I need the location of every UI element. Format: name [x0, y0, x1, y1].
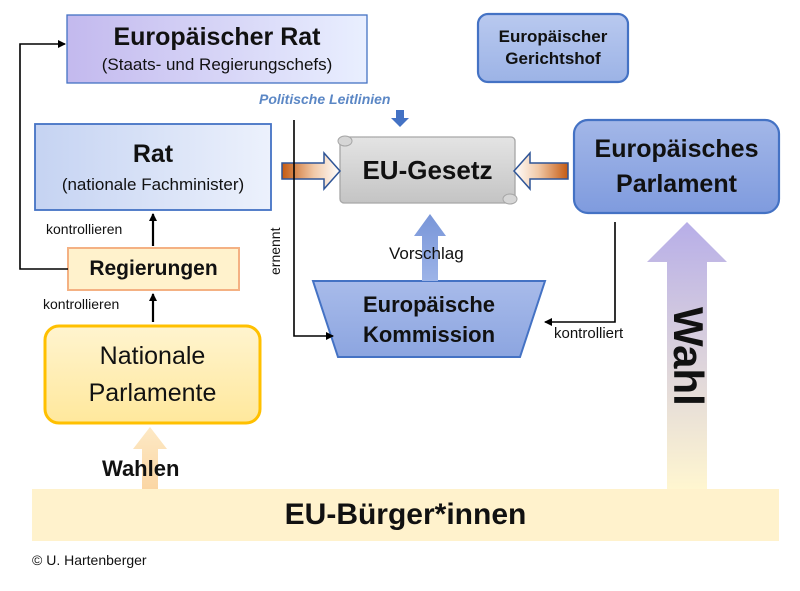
policy-guidelines-label: Politische Leitlinien	[259, 91, 391, 107]
european-council-box	[66, 14, 368, 84]
parliament-line2: Parlament	[616, 169, 737, 198]
commission-line1: Europäische	[362, 292, 496, 317]
parliament-controls-line	[544, 222, 616, 326]
court-of-justice-line1: Europäischer	[498, 27, 608, 46]
citizens-band	[32, 489, 779, 541]
copyright-text: © U. Hartenberger	[32, 552, 147, 568]
proposal-label: Vorschlag	[389, 244, 464, 263]
governments-to-european-council-line	[19, 40, 68, 270]
european-council-subtitle: (Staats- und Regierungschefs)	[101, 55, 333, 74]
control-council-label: kontrollieren	[46, 221, 123, 237]
court-of-justice-line2: Gerichtshof	[505, 49, 601, 68]
appoints-line	[293, 120, 334, 340]
parliament-to-law-arrow	[512, 151, 569, 191]
control-governments-label: kontrollieren	[43, 296, 120, 312]
election-arrow	[647, 222, 727, 489]
citizens-title: EU-Bürger*innen	[284, 498, 527, 531]
elections-label: Wahlen	[102, 456, 180, 481]
commission-node: Europäische Kommission	[313, 283, 545, 357]
eu-law-title: EU-Gesetz	[362, 154, 493, 185]
court-of-justice-box	[476, 12, 630, 84]
parliament-box	[572, 118, 781, 215]
council-to-law-arrow	[281, 151, 342, 191]
national-parliaments-line2: Parlamente	[88, 378, 217, 407]
citizens-node: EU-Bürger*innen	[32, 489, 779, 541]
parliament-node: Europäisches Parlament	[574, 120, 779, 213]
governments-title: Regierungen	[89, 257, 218, 280]
controls-label: kontrolliert	[554, 325, 624, 342]
court-of-justice-node: Europäischer Gerichtshof	[478, 14, 628, 82]
commission-box	[311, 280, 547, 358]
council-node: Rat (nationale Fachminister)	[35, 124, 271, 210]
commission-line2: Kommission	[362, 322, 496, 347]
national-parliaments-box	[43, 324, 262, 425]
council-subtitle: (nationale Fachminister)	[61, 174, 245, 194]
council-box	[34, 123, 272, 211]
parliament-line1: Europäisches	[594, 134, 759, 163]
elections-arrow	[133, 427, 167, 489]
proposal-arrow	[414, 214, 446, 281]
election-label: Wahl	[665, 307, 712, 406]
policy-arrow	[391, 110, 409, 127]
national-parliaments-line1: Nationale	[99, 341, 206, 370]
governments-box	[67, 247, 240, 291]
governments-node: Regierungen	[68, 248, 239, 290]
national-parliaments-node: Nationale Parlamente	[45, 326, 260, 423]
appoints-label: ernennt	[267, 227, 283, 275]
european-council-node: Europäischer Rat (Staats- und Regierungs…	[67, 15, 367, 83]
council-title: Rat	[132, 139, 174, 168]
european-council-title: Europäischer Rat	[113, 23, 321, 51]
eu-law-node: EU-Gesetz	[340, 137, 515, 203]
